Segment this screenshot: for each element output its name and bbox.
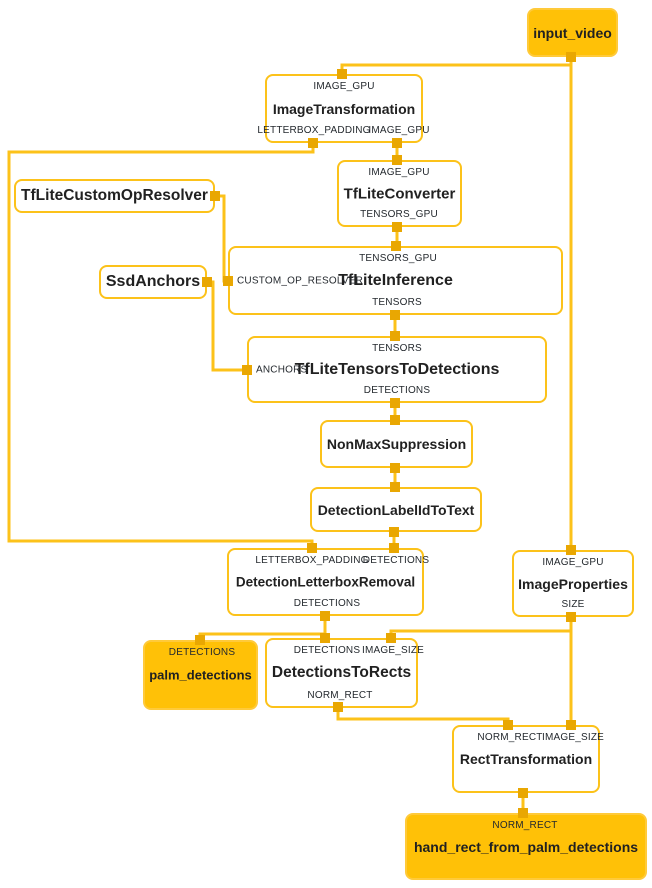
port-NonMaxSuppression-detections-in: [390, 415, 400, 425]
port-label: TENSORS: [372, 343, 422, 354]
port-RectTransformation-NORM_RECT-in: [503, 720, 513, 730]
port-label: LETTERBOX_PADDING: [257, 125, 371, 136]
port-label: IMAGE_GPU: [542, 557, 604, 568]
port-SsdAnchors-anchors-out: [202, 277, 212, 287]
port-label: IMAGE_SIZE: [361, 645, 425, 656]
port-label: DETECTIONS: [362, 555, 430, 566]
port-TfLiteTensorsToDetections-ANCHORS-in: [242, 365, 252, 375]
port-DetectionLabelIdToText-detections-in: [390, 482, 400, 492]
port-TfLiteInference-TENSORS-out: [390, 310, 400, 320]
node-palm_detections[interactable]: palm_detections DETECTIONS: [143, 640, 258, 710]
node-title: TfLiteCustomOpResolver: [21, 187, 208, 204]
node-title: input_video: [533, 24, 612, 41]
node-TfLiteInference[interactable]: TfLiteInference TENSORS_GPU TENSORS CUSTOM_…: [228, 246, 563, 315]
node-title: ImageProperties: [518, 575, 628, 592]
node-title: SsdAnchors: [105, 273, 201, 290]
port-DetectionLabelIdToText-detections-out: [389, 527, 399, 537]
port-TfLiteInference-TENSORS_GPU-in: [391, 241, 401, 251]
node-title: hand_rect_from_palm_detections: [413, 838, 639, 855]
port-label: ANCHORS: [256, 364, 308, 375]
port-DetectionsToRects-DETECTIONS-in: [320, 633, 330, 643]
port-label: NORM_RECT: [477, 732, 543, 743]
node-title: palm_detections: [149, 667, 252, 683]
node-title: DetectionLetterboxRemoval: [235, 574, 416, 590]
port-TfLiteTensorsToDetections-DETECTIONS-out: [390, 398, 400, 408]
port-label: NORM_RECT: [307, 690, 373, 701]
port-hand_rect_from_palm_detections-NORM_RECT-in: [518, 808, 528, 818]
node-title: TfLiteConverter: [343, 185, 456, 202]
node-DetectionLabelIdToText[interactable]: DetectionLabelIdToText: [310, 487, 482, 532]
node-DetectionLetterboxRemoval[interactable]: DetectionLetterboxRemoval LETTERBOX_PADDI…: [227, 548, 429, 616]
port-ImageTransformation-IMAGE_GPU-in: [337, 69, 347, 79]
port-DetectionsToRects-NORM_RECT-out: [333, 702, 343, 712]
port-ImageProperties-IMAGE_GPU-in: [566, 545, 576, 555]
port-label: DETECTIONS: [363, 385, 431, 396]
edge-ImageTransformation.LETTERBOX_PADDING-to-DetectionLetterboxRemoval.LETTERBOX_PADDING: [7, 143, 315, 552]
port-label: IMAGE_SIZE: [541, 732, 605, 743]
port-DetectionLetterboxRemoval-DETECTIONS-in: [389, 543, 399, 553]
node-title: TfLiteInference: [338, 271, 453, 289]
port-RectTransformation-NORM_RECT-out: [518, 788, 528, 798]
port-label: DETECTIONS: [168, 647, 236, 658]
node-title: DetectionLabelIdToText: [317, 501, 475, 518]
node-hand_rect_from_palm_detections[interactable]: hand_rect_from_palm_detections NORM_RECT: [405, 813, 647, 880]
port-TfLiteConverter-TENSORS_GPU-out: [392, 222, 402, 232]
port-NonMaxSuppression-detections-out: [390, 463, 400, 473]
node-input_video[interactable]: input_video: [527, 8, 618, 57]
port-label: TENSORS_GPU: [360, 209, 438, 220]
node-title: ImageTransformation: [272, 100, 416, 117]
port-label: SIZE: [561, 599, 585, 610]
port-label: IMAGE_GPU: [313, 81, 375, 92]
port-ImageProperties-SIZE-out: [566, 612, 576, 622]
port-ImageTransformation-LETTERBOX_PADDING-out: [308, 138, 318, 148]
node-NonMaxSuppression[interactable]: NonMaxSuppression: [320, 420, 473, 468]
node-title: DetectionsToRects: [271, 664, 412, 681]
port-palm_detections-DETECTIONS-in: [195, 635, 205, 645]
port-label: DETECTIONS: [293, 598, 361, 609]
node-title: RectTransformation: [459, 751, 593, 767]
port-TfLiteInference-CUSTOM_OP_RESOLVER-in: [223, 276, 233, 286]
port-label: DETECTIONS: [293, 645, 361, 656]
node-ImageProperties[interactable]: ImageProperties IMAGE_GPU SIZE: [512, 550, 634, 617]
port-TfLiteConverter-IMAGE_GPU-in: [392, 155, 402, 165]
port-label: NORM_RECT: [492, 820, 558, 831]
node-title: NonMaxSuppression: [326, 436, 467, 452]
port-RectTransformation-IMAGE_SIZE-in: [566, 720, 576, 730]
port-ImageTransformation-IMAGE_GPU-out: [392, 138, 402, 148]
port-DetectionLetterboxRemoval-DETECTIONS-out: [320, 611, 330, 621]
port-label: TENSORS: [372, 297, 422, 308]
port-DetectionsToRects-IMAGE_SIZE-in: [386, 633, 396, 643]
node-TfLiteTensorsToDetections[interactable]: TfLiteTensorsToDetections TENSORS DETECTIO…: [247, 336, 547, 403]
port-TfLiteTensorsToDetections-TENSORS-in: [390, 331, 400, 341]
port-DetectionLetterboxRemoval-LETTERBOX_PADDING-in: [307, 543, 317, 553]
port-label: LETTERBOX_PADDING: [255, 555, 369, 566]
port-input_video-input_video-out: [566, 52, 576, 62]
port-label: IMAGE_GPU: [368, 167, 430, 178]
port-label: IMAGE_GPU: [368, 125, 430, 136]
node-TfLiteCustomOpResolver[interactable]: TfLiteCustomOpResolver: [14, 179, 215, 213]
node-TfLiteConverter[interactable]: TfLiteConverter IMAGE_GPU TENSORS_GPU: [337, 160, 462, 227]
port-label: CUSTOM_OP_RESOLVER: [237, 275, 364, 286]
port-label: TENSORS_GPU: [359, 253, 437, 264]
node-SsdAnchors[interactable]: SsdAnchors: [99, 265, 207, 299]
node-title: TfLiteTensorsToDetections: [294, 360, 500, 378]
port-TfLiteCustomOpResolver-resolver-out: [210, 191, 220, 201]
